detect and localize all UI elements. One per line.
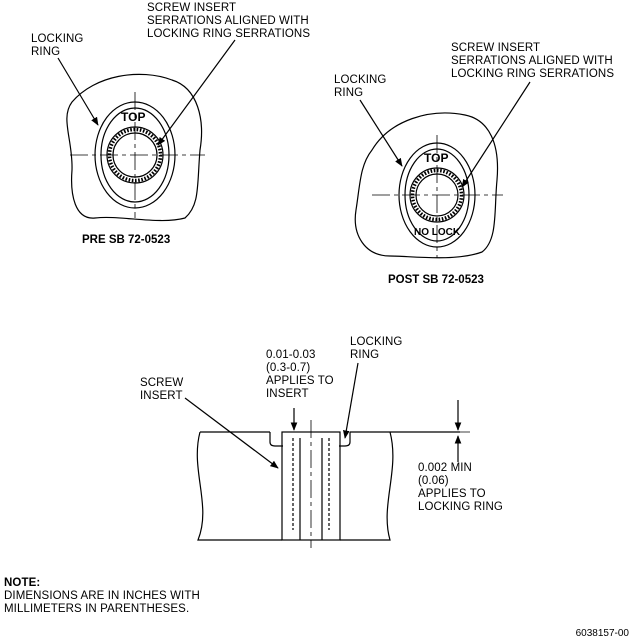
pre-sb-leader-locking-ring bbox=[57, 57, 99, 126]
post-sb-serrations-label: SCREW INSERT SERRATIONS ALIGNED WITH LOC… bbox=[451, 42, 615, 80]
screw-insert-label: SCREW INSERT bbox=[140, 377, 184, 402]
note-line: DIMENSIONS ARE IN INCHES WITH bbox=[4, 590, 200, 602]
note-title: NOTE: bbox=[4, 577, 41, 589]
section-locking-ring-left bbox=[269, 432, 283, 447]
pre-sb-top-label: TOP bbox=[121, 110, 146, 124]
post-sb-leader-serrations bbox=[461, 81, 531, 188]
post-sb-view bbox=[354, 81, 531, 259]
section-view bbox=[184, 362, 470, 548]
note-block: NOTE: DIMENSIONS ARE IN INCHES WITH MILL… bbox=[4, 577, 200, 616]
pre-sb-caption: PRE SB 72-0523 bbox=[82, 234, 171, 246]
post-sb-caption: POST SB 72-0523 bbox=[388, 274, 484, 286]
note-line: MILLIMETERS IN PARENTHESES. bbox=[4, 603, 190, 615]
pre-sb-boss-outline bbox=[66, 73, 203, 222]
section-locking-ring-label: LOCKING RING bbox=[350, 336, 403, 361]
post-sb-no-lock-label: NO LOCK bbox=[414, 227, 461, 238]
locking-ring-leader bbox=[342, 362, 359, 439]
screw-insert-leader bbox=[184, 397, 279, 469]
pre-sb-locking-ring-label: LOCKING RING bbox=[31, 33, 84, 58]
insert-dimension-label: 0.01-0.03 (0.3-0.7) APPLIES TO INSERT bbox=[266, 349, 334, 400]
post-sb-top-label: TOP bbox=[424, 151, 449, 165]
post-sb-locking-ring-label: LOCKING RING bbox=[334, 74, 387, 99]
figure-id: 6038157-00 bbox=[575, 628, 629, 639]
pre-sb-serrations-label: SCREW INSERT SERRATIONS ALIGNED WITH LOC… bbox=[147, 2, 311, 40]
post-sb-serration-teeth bbox=[410, 168, 464, 222]
post-sb-leader-locking-ring bbox=[359, 99, 403, 167]
pre-sb-view bbox=[57, 39, 236, 222]
section-locking-ring-right bbox=[339, 432, 351, 447]
ring-dimension-label: 0.002 MIN (0.06) APPLIES TO LOCKING RING bbox=[418, 462, 503, 513]
post-sb-boss-outline bbox=[354, 112, 499, 259]
pre-sb-leader-serrations bbox=[157, 39, 236, 146]
